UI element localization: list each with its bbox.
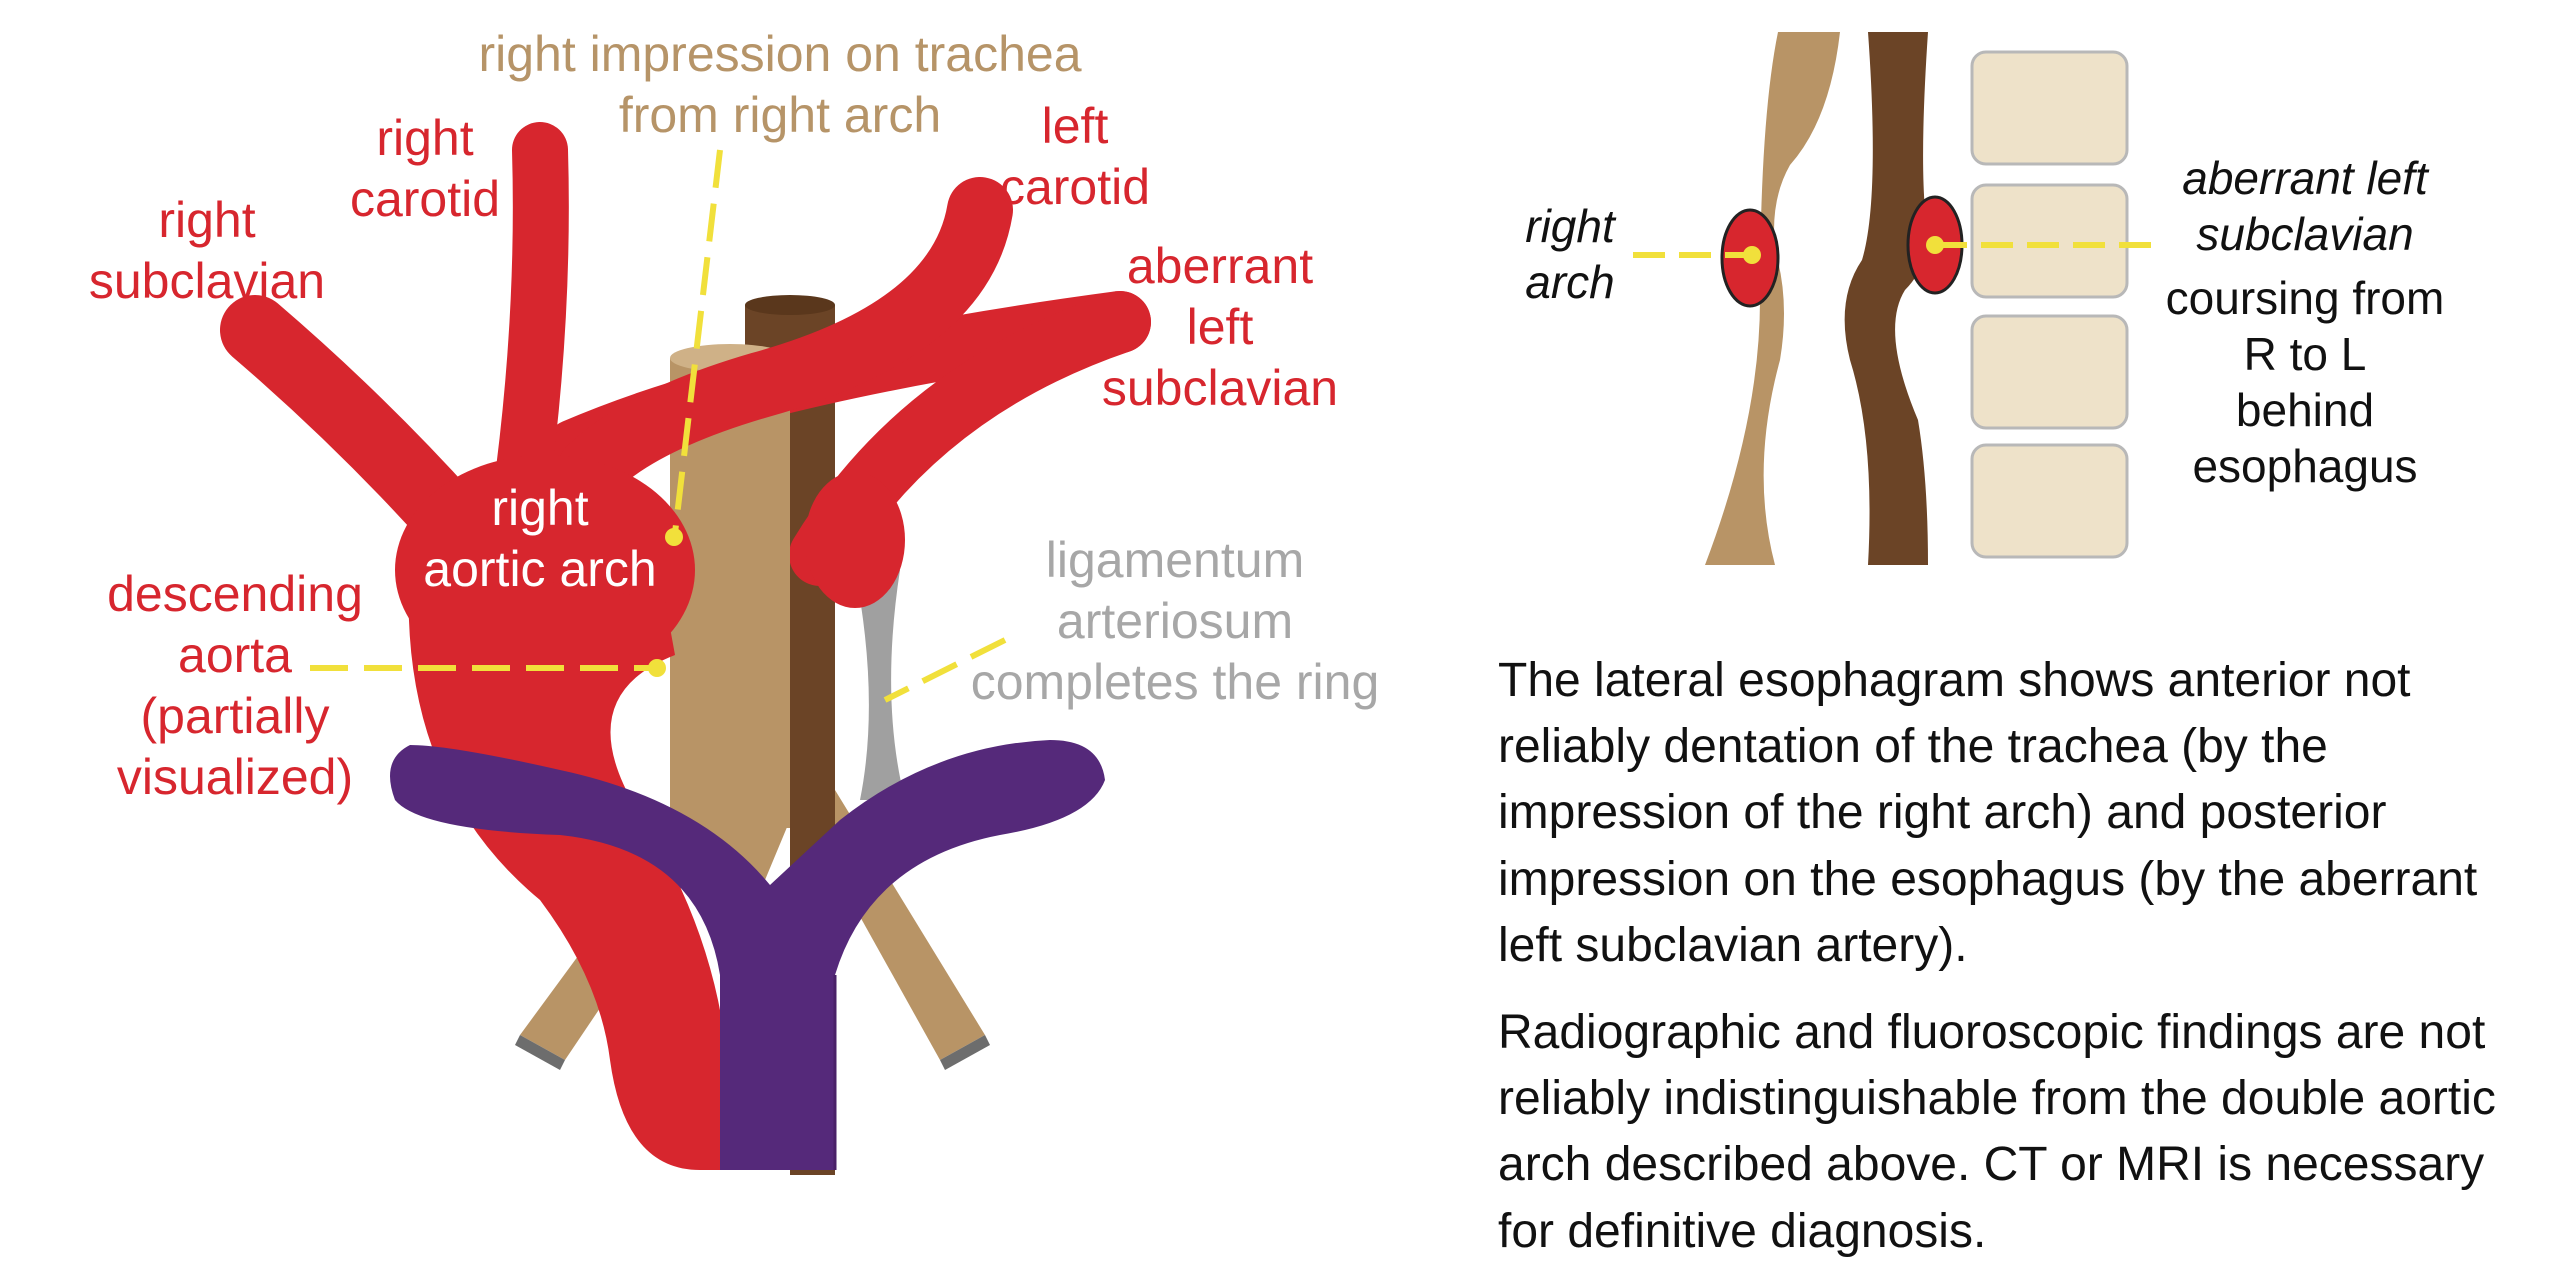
label-lateral-right-arch: right arch: [1525, 200, 1615, 309]
vertebra-2: [1970, 183, 2129, 299]
leader-dots: [648, 528, 683, 677]
left-bronchus-shadow: [940, 1035, 990, 1070]
pulmonary-trunk: [390, 740, 1105, 1170]
dot-right-impression: [665, 528, 683, 546]
label-right-aortic-arch: right aortic arch: [423, 480, 657, 597]
lateral-esophagus: [1844, 32, 1928, 565]
ligamentum-arteriosum: [855, 570, 905, 800]
label-right-carotid: right carotid: [349, 110, 501, 227]
dot-descending-aorta: [648, 659, 666, 677]
right-bronchus-shadow: [515, 1035, 565, 1070]
vertebra-1: [1970, 50, 2129, 166]
label-left-carotid: left carotid: [999, 98, 1151, 215]
left-carotid-artery: [557, 177, 1013, 503]
aberrant-subclavian-bulge: [805, 472, 905, 608]
vertebra-3: [1970, 314, 2129, 430]
label-ligamentum: ligamentum arteriosum completes the ring: [970, 532, 1380, 710]
paragraph-esophagram: The lateral esophagram shows anterior no…: [1498, 654, 2478, 972]
descending-aorta: [408, 560, 725, 1170]
right-subclavian-artery: [220, 295, 485, 555]
leader-right-impression: [672, 149, 723, 534]
label-descending-aorta: descending aorta (partially visualized): [107, 566, 363, 805]
label-right-subclavian: right subclavian: [88, 192, 326, 309]
esophagus-top: [745, 295, 835, 315]
paragraph-diagnosis: Radiographic and fluoroscopic findings a…: [1498, 1006, 2496, 1258]
leader-lines: [310, 149, 1007, 703]
label-lateral-coursing: coursing from R to L behind esophagus: [2165, 272, 2445, 493]
dot-lateral-subclavian: [1926, 236, 1944, 254]
right-carotid-artery: [492, 122, 569, 528]
lateral-trachea: [1705, 32, 1840, 565]
lateral-view: [1633, 32, 2160, 565]
leader-ligamentum: [883, 637, 1007, 703]
pulmonary-arteries: [390, 740, 1105, 1170]
label-lateral-aberrant-subclavian: aberrant left subclavian: [2182, 152, 2428, 261]
label-aberrant-left-subclavian: aberrant left subclavian: [1101, 238, 1339, 416]
vertebra-4: [1970, 443, 2129, 559]
vertebrae: [1970, 50, 2129, 559]
dot-lateral-right-arch: [1743, 246, 1761, 264]
label-right-impression: right impression on trachea from right a…: [478, 26, 1082, 143]
right-aortic-arch-group: [220, 122, 1013, 1170]
